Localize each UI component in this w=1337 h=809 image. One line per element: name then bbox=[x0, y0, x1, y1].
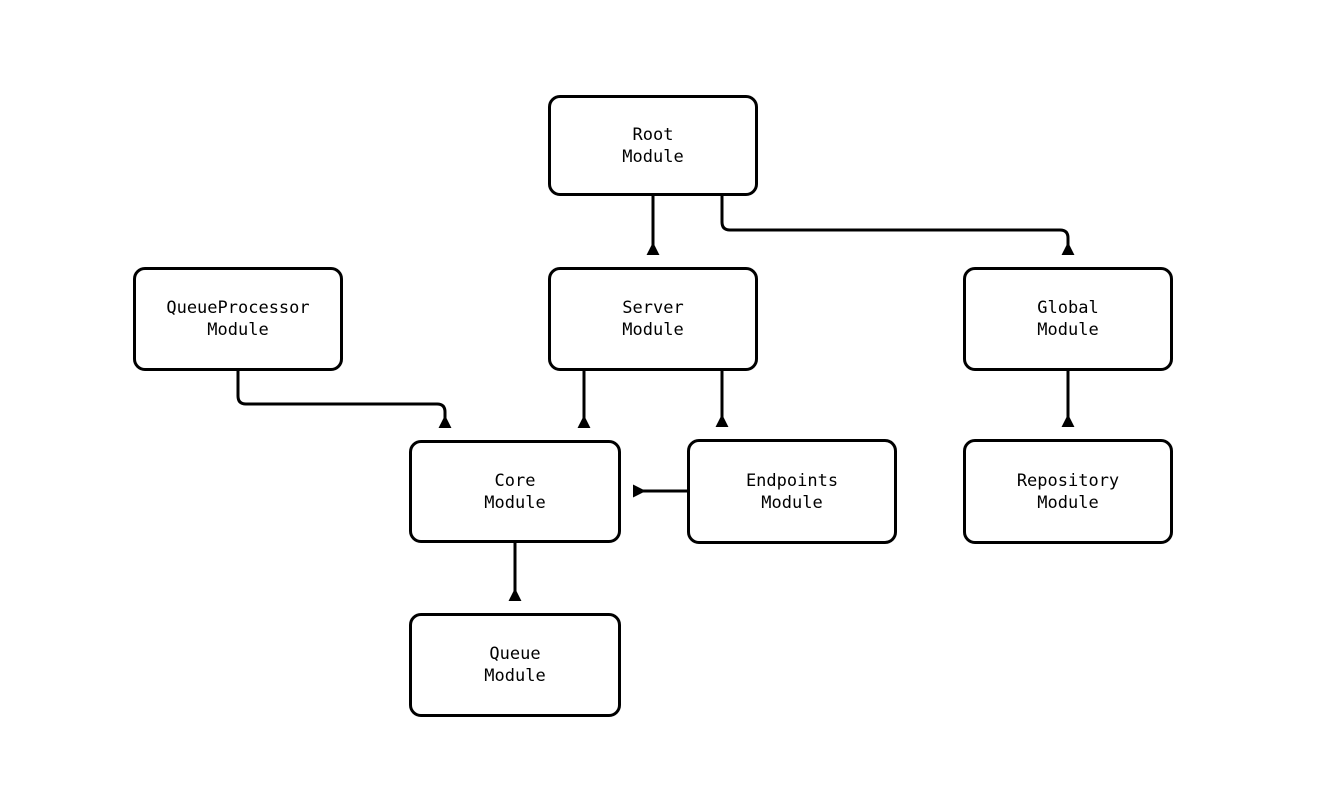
node-core[interactable]: Core Module bbox=[409, 440, 621, 543]
node-repository-label-line1: Repository bbox=[1016, 470, 1120, 491]
node-queueprocessor-label-line1: QueueProcessor bbox=[166, 298, 310, 318]
node-server[interactable]: Server Module bbox=[548, 267, 758, 371]
node-global-label-line2: Module bbox=[1037, 320, 1099, 340]
node-server-label-line2: Module bbox=[622, 320, 684, 340]
node-queue-label-line2: Module bbox=[484, 666, 546, 686]
node-queue[interactable]: Queue Module bbox=[409, 613, 621, 717]
node-core-label-line1: Core bbox=[494, 470, 536, 491]
node-endpoints-label-line2: Module bbox=[761, 492, 823, 513]
node-root[interactable]: Root Module bbox=[548, 95, 758, 196]
node-endpoints-label-line1: Endpoints bbox=[745, 470, 839, 491]
node-queue-label-line1: Queue bbox=[489, 644, 541, 664]
node-repository[interactable]: Repository Module bbox=[963, 439, 1173, 544]
edge-queueprocessor-to-core bbox=[236, 371, 452, 429]
node-core-label-line2: Module bbox=[484, 492, 546, 513]
edge-root-to-global bbox=[720, 196, 1075, 256]
node-repository-label-line2: Module bbox=[1037, 492, 1099, 513]
node-server-label-line1: Server bbox=[622, 298, 684, 318]
node-global-label-line1: Global bbox=[1037, 298, 1099, 318]
node-queueprocessor-label-line2: Module bbox=[207, 320, 269, 340]
node-global[interactable]: Global Module bbox=[963, 267, 1173, 371]
node-endpoints[interactable]: Endpoints Module bbox=[687, 439, 897, 544]
node-root-label-line1: Root bbox=[632, 124, 674, 145]
node-root-label-line2: Module bbox=[622, 146, 684, 167]
node-queueprocessor[interactable]: QueueProcessor Module bbox=[133, 267, 343, 371]
